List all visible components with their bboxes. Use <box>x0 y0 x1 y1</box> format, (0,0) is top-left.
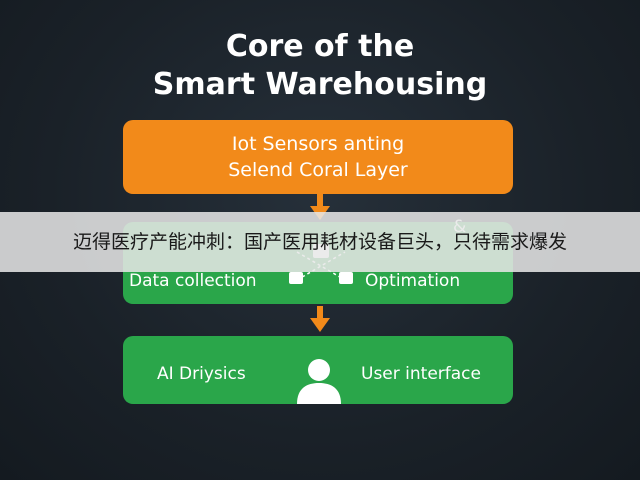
sensor-layer-line-2: Selend Coral Layer <box>228 159 408 181</box>
caption-overlay: 迈得医疗产能冲刺：国产医用耗材设备巨头，只待需求爆发 <box>0 212 640 272</box>
user-interface-label: User interface <box>361 364 481 384</box>
data-collection-label: Data collection <box>129 271 257 291</box>
ai-driysics-label: AI Driysics <box>157 364 246 384</box>
interface-layer-box: AI Driysics User interface <box>123 336 513 404</box>
arrow-down-icon <box>310 306 330 332</box>
optimation-label: Optimation <box>365 271 461 291</box>
sensor-layer-line-1: Iot Sensors anting <box>231 133 405 155</box>
caption-text: 迈得医疗产能冲刺：国产医用耗材设备巨头，只待需求爆发 <box>72 231 567 253</box>
title-line-1: Core of the <box>225 29 415 64</box>
title-line-2: Smart Warehousing <box>152 67 488 102</box>
user-icon <box>297 359 341 404</box>
sensor-layer-box: Iot Sensors anting Selend Coral Layer <box>123 120 513 194</box>
